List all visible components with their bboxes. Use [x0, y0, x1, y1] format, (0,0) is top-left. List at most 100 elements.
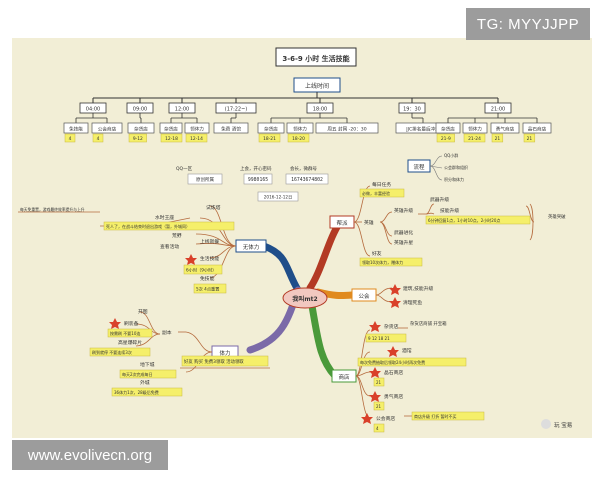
time-slot-label: 09:00 — [133, 107, 147, 113]
info-wx-label: 上会，开心密码 — [240, 165, 272, 172]
star-icon — [185, 254, 197, 265]
time-slot-label: 04:00 — [86, 107, 100, 113]
flow-item-1: QQ小群 — [444, 152, 458, 158]
timeline-header-text: 上线时间 — [305, 82, 329, 90]
time-slot-label: 18:00 — [313, 107, 327, 113]
info-qq-label: QQ一区 — [176, 166, 193, 172]
stamina-item-2: 荒野 — [172, 232, 182, 239]
timeline-slots: 04:00免技能4公会商店409:00杂货店9-1212:00杂货店12-18领… — [63, 102, 552, 143]
stamina-item-5-note: 6小时（9小时） — [186, 267, 216, 274]
shop-item-3: 勇气商店 — [384, 393, 403, 400]
stamina-item-4: 上线就餐 — [200, 238, 219, 245]
power-group-0-title: 副本 — [162, 329, 172, 336]
slot-item-label: JJC排名最后冲刺 — [405, 126, 440, 133]
logo-text: 玩 宝易 — [554, 421, 572, 429]
gang-item-1: 英雄 — [364, 219, 374, 226]
shop-item-3-note: 21 — [376, 404, 382, 409]
slot-item-value: 4 — [69, 136, 72, 142]
stamina-side-note: 每天免重置，游戏最终效率提升与上升 — [20, 207, 85, 212]
gang-item-7: 好友 — [372, 250, 382, 257]
power-group-0-item-3: 高星爆碎片 — [118, 339, 142, 346]
power-main: 好友 购买 免费3领取 活动领取 — [184, 358, 244, 365]
slot-item-label: 杂货店 — [441, 126, 455, 133]
power-group-1-item-0: 每天2次完成每日 — [122, 371, 153, 377]
slot-item-value: 21-24 — [468, 136, 481, 142]
stamina-label: 无体力 — [243, 243, 260, 251]
time-slot-label: 19：30 — [403, 107, 421, 113]
time-slot-label: 12:00 — [175, 107, 189, 113]
guild-branch: 公会 建筑,技能升级 清理死鱼 — [351, 284, 434, 308]
time-slot-label: (17:22~) — [225, 107, 248, 113]
website-overlay: www.evolivecn.org — [12, 440, 168, 470]
gang-item-0-note: 必做，丰富经验 — [362, 190, 390, 196]
info-wx-value: 9980165 — [248, 177, 268, 183]
gang-friend-note: 领取10次体力，赠体力 — [362, 259, 403, 265]
gang-item-5: 武器进化 — [394, 229, 413, 236]
star-icon — [109, 318, 121, 329]
slot-item-value: 21 — [495, 136, 501, 142]
gang-item-2: 英雄升级 — [394, 207, 413, 214]
info-qq-value: 原创所属 — [196, 176, 214, 183]
shop-item-0-note: 9 12 18 21 — [368, 336, 390, 341]
slot-item-value: 4 — [97, 136, 100, 142]
slot-item-value: 18-21 — [263, 136, 276, 142]
time-slot-label: 21:00 — [491, 107, 505, 113]
slot-item-label: 免技能 — [69, 126, 83, 133]
slot-item-value: 21-9 — [441, 136, 451, 142]
power-group-2-title: 外城 — [140, 379, 150, 386]
gang-item-6: 英雄升星 — [394, 239, 413, 246]
power-branch: 体力 副本 开图 刷装备 按需刷 不要10连 高星爆碎片 刷到就停 不要连续3次… — [89, 309, 270, 397]
star-icon — [387, 346, 399, 357]
guild-item-1: 清理死鱼 — [403, 299, 422, 306]
shop-item-0: 杂货店 — [384, 323, 399, 330]
gang-skill-note: 6分钟回复1点，1小时10点，2小时20点 — [428, 217, 500, 223]
star-icon — [389, 284, 401, 295]
guild-label: 公会 — [358, 292, 370, 300]
gang-label: 帮派 — [336, 219, 348, 227]
timeline-header: 上线时间 — [293, 77, 341, 93]
stamina-item-6: 免技能 — [200, 275, 215, 282]
shop-branch: 商店 杂货店 9 12 18 21 杂货店商铺 开宝箱 酒馆 每次免费抽取后领取… — [331, 320, 485, 433]
gang-item-0: 每日任务 — [372, 181, 391, 188]
guild-item-0: 建筑,技能升级 — [403, 285, 434, 292]
power-group-1-title: 地下城 — [140, 361, 155, 368]
telegram-overlay: TG: MYYJJPP — [466, 8, 590, 40]
gang-breakthrough: 英雄突破 — [548, 213, 566, 220]
center-text: 我叫mt2 — [292, 295, 317, 303]
shop-label: 商店 — [338, 373, 350, 381]
shop-item-4: 公会商店 — [376, 415, 395, 422]
power-label: 体力 — [219, 349, 230, 357]
stamina-item-3: 查看活动 — [160, 243, 179, 250]
stamina-item-5: 生活技能 — [200, 255, 219, 262]
info-date: 2016-12-12日 — [264, 195, 293, 201]
power-group-2-item-0: 36体力1次，28级后免费 — [114, 389, 159, 395]
slot-item-label: 杂货店 — [134, 126, 148, 133]
slot-item-value: 12-18 — [165, 136, 178, 142]
shop-item-1: 酒馆 — [402, 347, 412, 354]
flow-label: 流程 — [413, 163, 425, 171]
flow-node: 流程 QQ小群 公会群和组织 积分和体力 — [407, 152, 468, 182]
stamina-item-1-note: 死人了，在战斗结束时退出游戏（暂，外城同） — [106, 223, 190, 229]
center-node: 我叫mt2 — [282, 287, 328, 309]
stamina-branch: 无体力 试炼塔 水时王座 死人了，在战斗结束时退出游戏（暂，外城同） 荒野 查看… — [18, 204, 267, 294]
slot-item-label: 杂货店 — [164, 126, 178, 133]
slot-item-label: 免费 酒馆 — [221, 126, 241, 133]
star-icon — [369, 321, 381, 332]
shop-item-0-sub: 杂货店商铺 开宝箱 — [410, 320, 447, 327]
flow-item-2: 公会群和组织 — [444, 164, 468, 170]
star-icon — [361, 413, 373, 424]
slot-item-label: 周五 封网 -20：30 — [327, 126, 366, 133]
timeline-connectors — [92, 92, 499, 103]
power-group-0-item-2: 按需刷 不要10连 — [110, 330, 140, 336]
shop-item-4-note: 4 — [376, 426, 379, 431]
slot-item-label: 领体力 — [190, 126, 204, 133]
corner-logo: 玩 宝易 — [541, 419, 572, 429]
power-group-0-item-1: 刷装备 — [124, 320, 139, 327]
slot-item-value: 21 — [527, 136, 533, 142]
title-node: 3-6-9 小时 生活技能 — [275, 47, 357, 67]
power-group-0-item-4: 刷到就停 不要连续3次 — [92, 349, 132, 355]
